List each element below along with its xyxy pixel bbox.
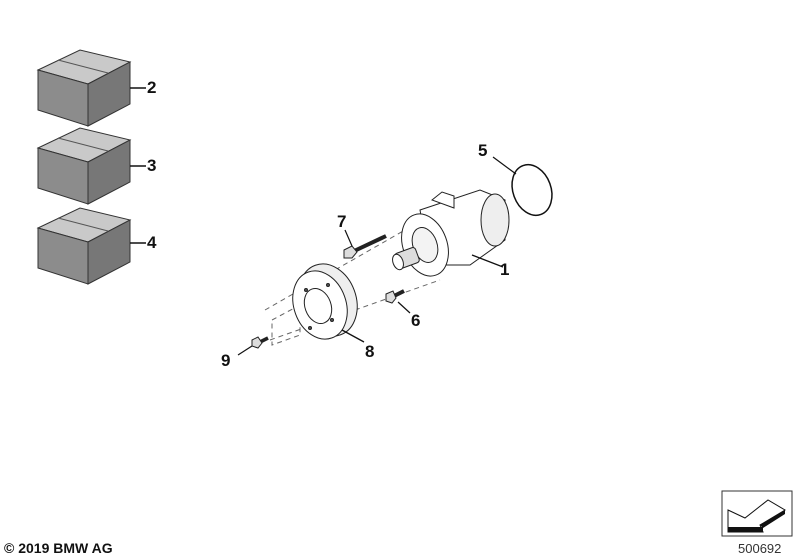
bolt-short[interactable] [385, 289, 411, 314]
bolt-pulley[interactable] [237, 336, 269, 356]
callout-9[interactable]: 9 [221, 351, 231, 370]
part-box-4[interactable] [36, 207, 146, 285]
water-pump[interactable] [391, 189, 510, 283]
callout-3[interactable]: 3 [147, 156, 157, 175]
diagram-number: 500692 [738, 541, 782, 556]
callout-7[interactable]: 7 [337, 212, 347, 231]
copyright: © 2019 BMW AG [4, 540, 113, 556]
direction-arrow-icon [721, 490, 793, 537]
pulley[interactable] [284, 256, 367, 347]
callout-2[interactable]: 2 [147, 78, 157, 97]
o-ring[interactable] [492, 156, 559, 221]
callout-6[interactable]: 6 [411, 311, 421, 330]
callout-1[interactable]: 1 [500, 260, 510, 279]
callout-5[interactable]: 5 [478, 141, 488, 160]
bolt-long[interactable] [343, 229, 387, 259]
callout-8[interactable]: 8 [365, 342, 375, 361]
part-box-3[interactable] [36, 127, 146, 205]
part-box-2[interactable] [36, 49, 146, 127]
callout-4[interactable]: 4 [147, 233, 157, 252]
